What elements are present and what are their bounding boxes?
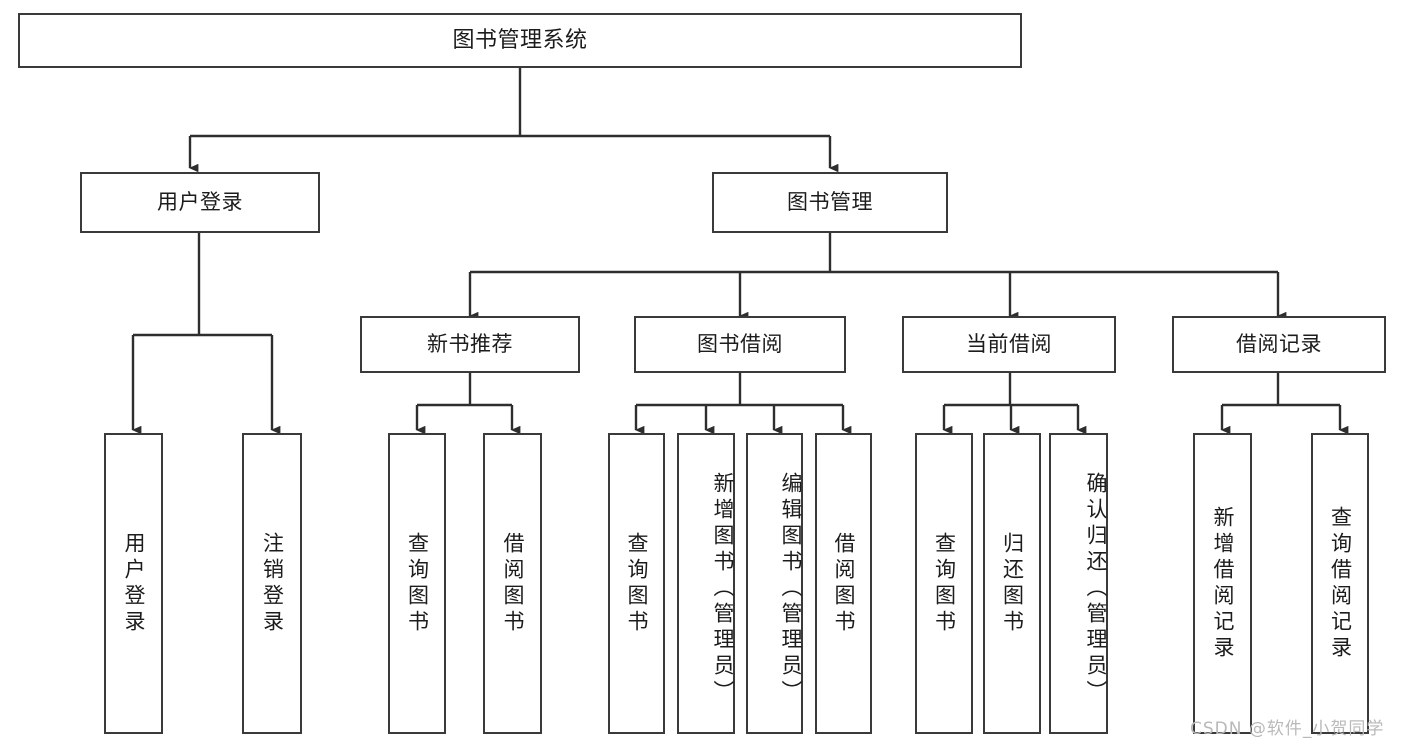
node-label: 借阅记录 [1236, 332, 1322, 357]
node-label: 用户登录 [122, 531, 146, 636]
node-new-book-rec[interactable]: 新书推荐 [360, 316, 580, 373]
node-label: 新增图书（管理员） [711, 471, 735, 706]
node-label: 当前借阅 [966, 332, 1052, 357]
watermark-csdn: CSDN @软件_小贺同学 [1190, 719, 1385, 739]
node-leaf-confirm-return[interactable]: 确认归还（管理员） [1049, 433, 1108, 734]
node-leaf-return-book[interactable]: 归还图书 [983, 433, 1041, 734]
node-label: 借阅图书 [501, 531, 525, 636]
node-label: 确认归还（管理员） [1084, 471, 1108, 706]
node-label: 查询借阅记录 [1328, 505, 1353, 662]
node-borrow-record[interactable]: 借阅记录 [1172, 316, 1386, 373]
node-label: 图书管理 [787, 190, 873, 215]
node-label: 归还图书 [1000, 531, 1025, 636]
node-book-manage[interactable]: 图书管理 [712, 172, 948, 233]
node-label: 编辑图书（管理员） [779, 471, 803, 706]
node-leaf-query-book-1[interactable]: 查询图书 [388, 433, 446, 734]
node-label: 新增借阅记录 [1211, 505, 1235, 662]
node-label: 查询图书 [625, 531, 649, 636]
node-label: 查询图书 [932, 531, 957, 636]
node-root-system[interactable]: 图书管理系统 [18, 13, 1022, 68]
node-label: 注销登录 [260, 531, 285, 636]
node-leaf-user-login[interactable]: 用户登录 [104, 433, 163, 734]
node-label: 新书推荐 [427, 332, 513, 357]
node-leaf-query-record[interactable]: 查询借阅记录 [1311, 433, 1369, 734]
node-label: 用户登录 [157, 190, 243, 215]
node-leaf-borrow-book-2[interactable]: 借阅图书 [815, 433, 872, 734]
node-leaf-borrow-book-1[interactable]: 借阅图书 [483, 433, 542, 734]
node-leaf-add-record[interactable]: 新增借阅记录 [1193, 433, 1252, 734]
node-label: 图书管理系统 [452, 27, 588, 53]
node-book-borrow[interactable]: 图书借阅 [634, 316, 846, 373]
node-label: 图书借阅 [697, 332, 783, 357]
node-label: 借阅图书 [832, 531, 856, 636]
node-leaf-edit-book[interactable]: 编辑图书（管理员） [746, 433, 803, 734]
node-leaf-query-book-3[interactable]: 查询图书 [915, 433, 973, 734]
node-label: 查询图书 [405, 531, 430, 636]
node-leaf-logout[interactable]: 注销登录 [242, 433, 302, 734]
node-current-borrow[interactable]: 当前借阅 [902, 316, 1116, 373]
node-leaf-query-book-2[interactable]: 查询图书 [608, 433, 665, 734]
node-user-login[interactable]: 用户登录 [80, 172, 320, 233]
node-leaf-add-book[interactable]: 新增图书（管理员） [677, 433, 735, 734]
